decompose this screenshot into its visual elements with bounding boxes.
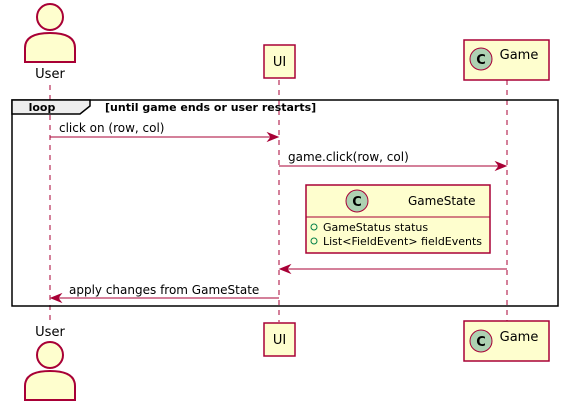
message-apply-changes: apply changes from GameState: [49, 283, 279, 304]
game-participant-top[interactable]: C Game: [463, 39, 550, 81]
game-label-bottom: Game: [500, 330, 539, 345]
gamestate-field-status: GameStatus status: [323, 221, 428, 234]
ui-label-top: UI: [273, 55, 286, 70]
public-field-icon: [310, 223, 318, 231]
gamestate-field-events: List<FieldEvent> fieldEvents: [323, 235, 482, 248]
ui-box-bottom: [263, 322, 296, 357]
arrowhead: [49, 292, 63, 304]
loop-frame: [11, 99, 559, 307]
user-label-bottom: User: [35, 325, 65, 340]
ui-participant-bottom[interactable]: UI: [263, 322, 296, 357]
loop-tab: [11, 99, 91, 115]
user-actor-top[interactable]: User: [24, 3, 76, 82]
class-badge-icon: C: [469, 47, 493, 71]
user-actor-bottom[interactable]: User: [24, 325, 76, 401]
class-badge-icon: C: [469, 329, 493, 353]
message-return-gamestate: [278, 263, 507, 275]
user-label-top: User: [35, 67, 65, 82]
ui-box-top: [263, 44, 296, 79]
message-click-on: click on (row, col): [50, 121, 280, 143]
loop-keyword: loop: [29, 101, 56, 114]
loop-condition: [until game ends or user restarts]: [105, 101, 316, 114]
svg-text:C: C: [352, 195, 362, 210]
arrowhead: [494, 160, 508, 172]
class-badge-icon: C: [345, 189, 369, 213]
ui-label-bottom: UI: [273, 333, 286, 348]
message-label: apply changes from GameState: [69, 283, 259, 297]
arrowhead: [266, 131, 280, 143]
public-field-icon: [310, 237, 318, 245]
message-game-click: game.click(row, col): [279, 150, 508, 172]
gamestate-name: GameState: [408, 194, 476, 208]
gamestate-class-note[interactable]: C GameState GameStatus status List<Field…: [305, 184, 491, 254]
message-label: game.click(row, col): [288, 150, 409, 164]
user-actor-icon: [24, 341, 76, 401]
game-box-bottom: [463, 320, 550, 362]
svg-text:C: C: [476, 53, 486, 68]
ui-participant-top[interactable]: UI: [263, 44, 296, 79]
svg-text:C: C: [476, 335, 486, 350]
game-participant-bottom[interactable]: C Game: [463, 320, 550, 362]
message-label: click on (row, col): [59, 121, 164, 135]
loop-fragment: loop [until game ends or user restarts]: [11, 99, 559, 307]
user-actor-icon: [24, 3, 76, 63]
arrowhead: [278, 263, 292, 275]
gamestate-box: [305, 184, 491, 254]
game-label-top: Game: [500, 48, 539, 63]
